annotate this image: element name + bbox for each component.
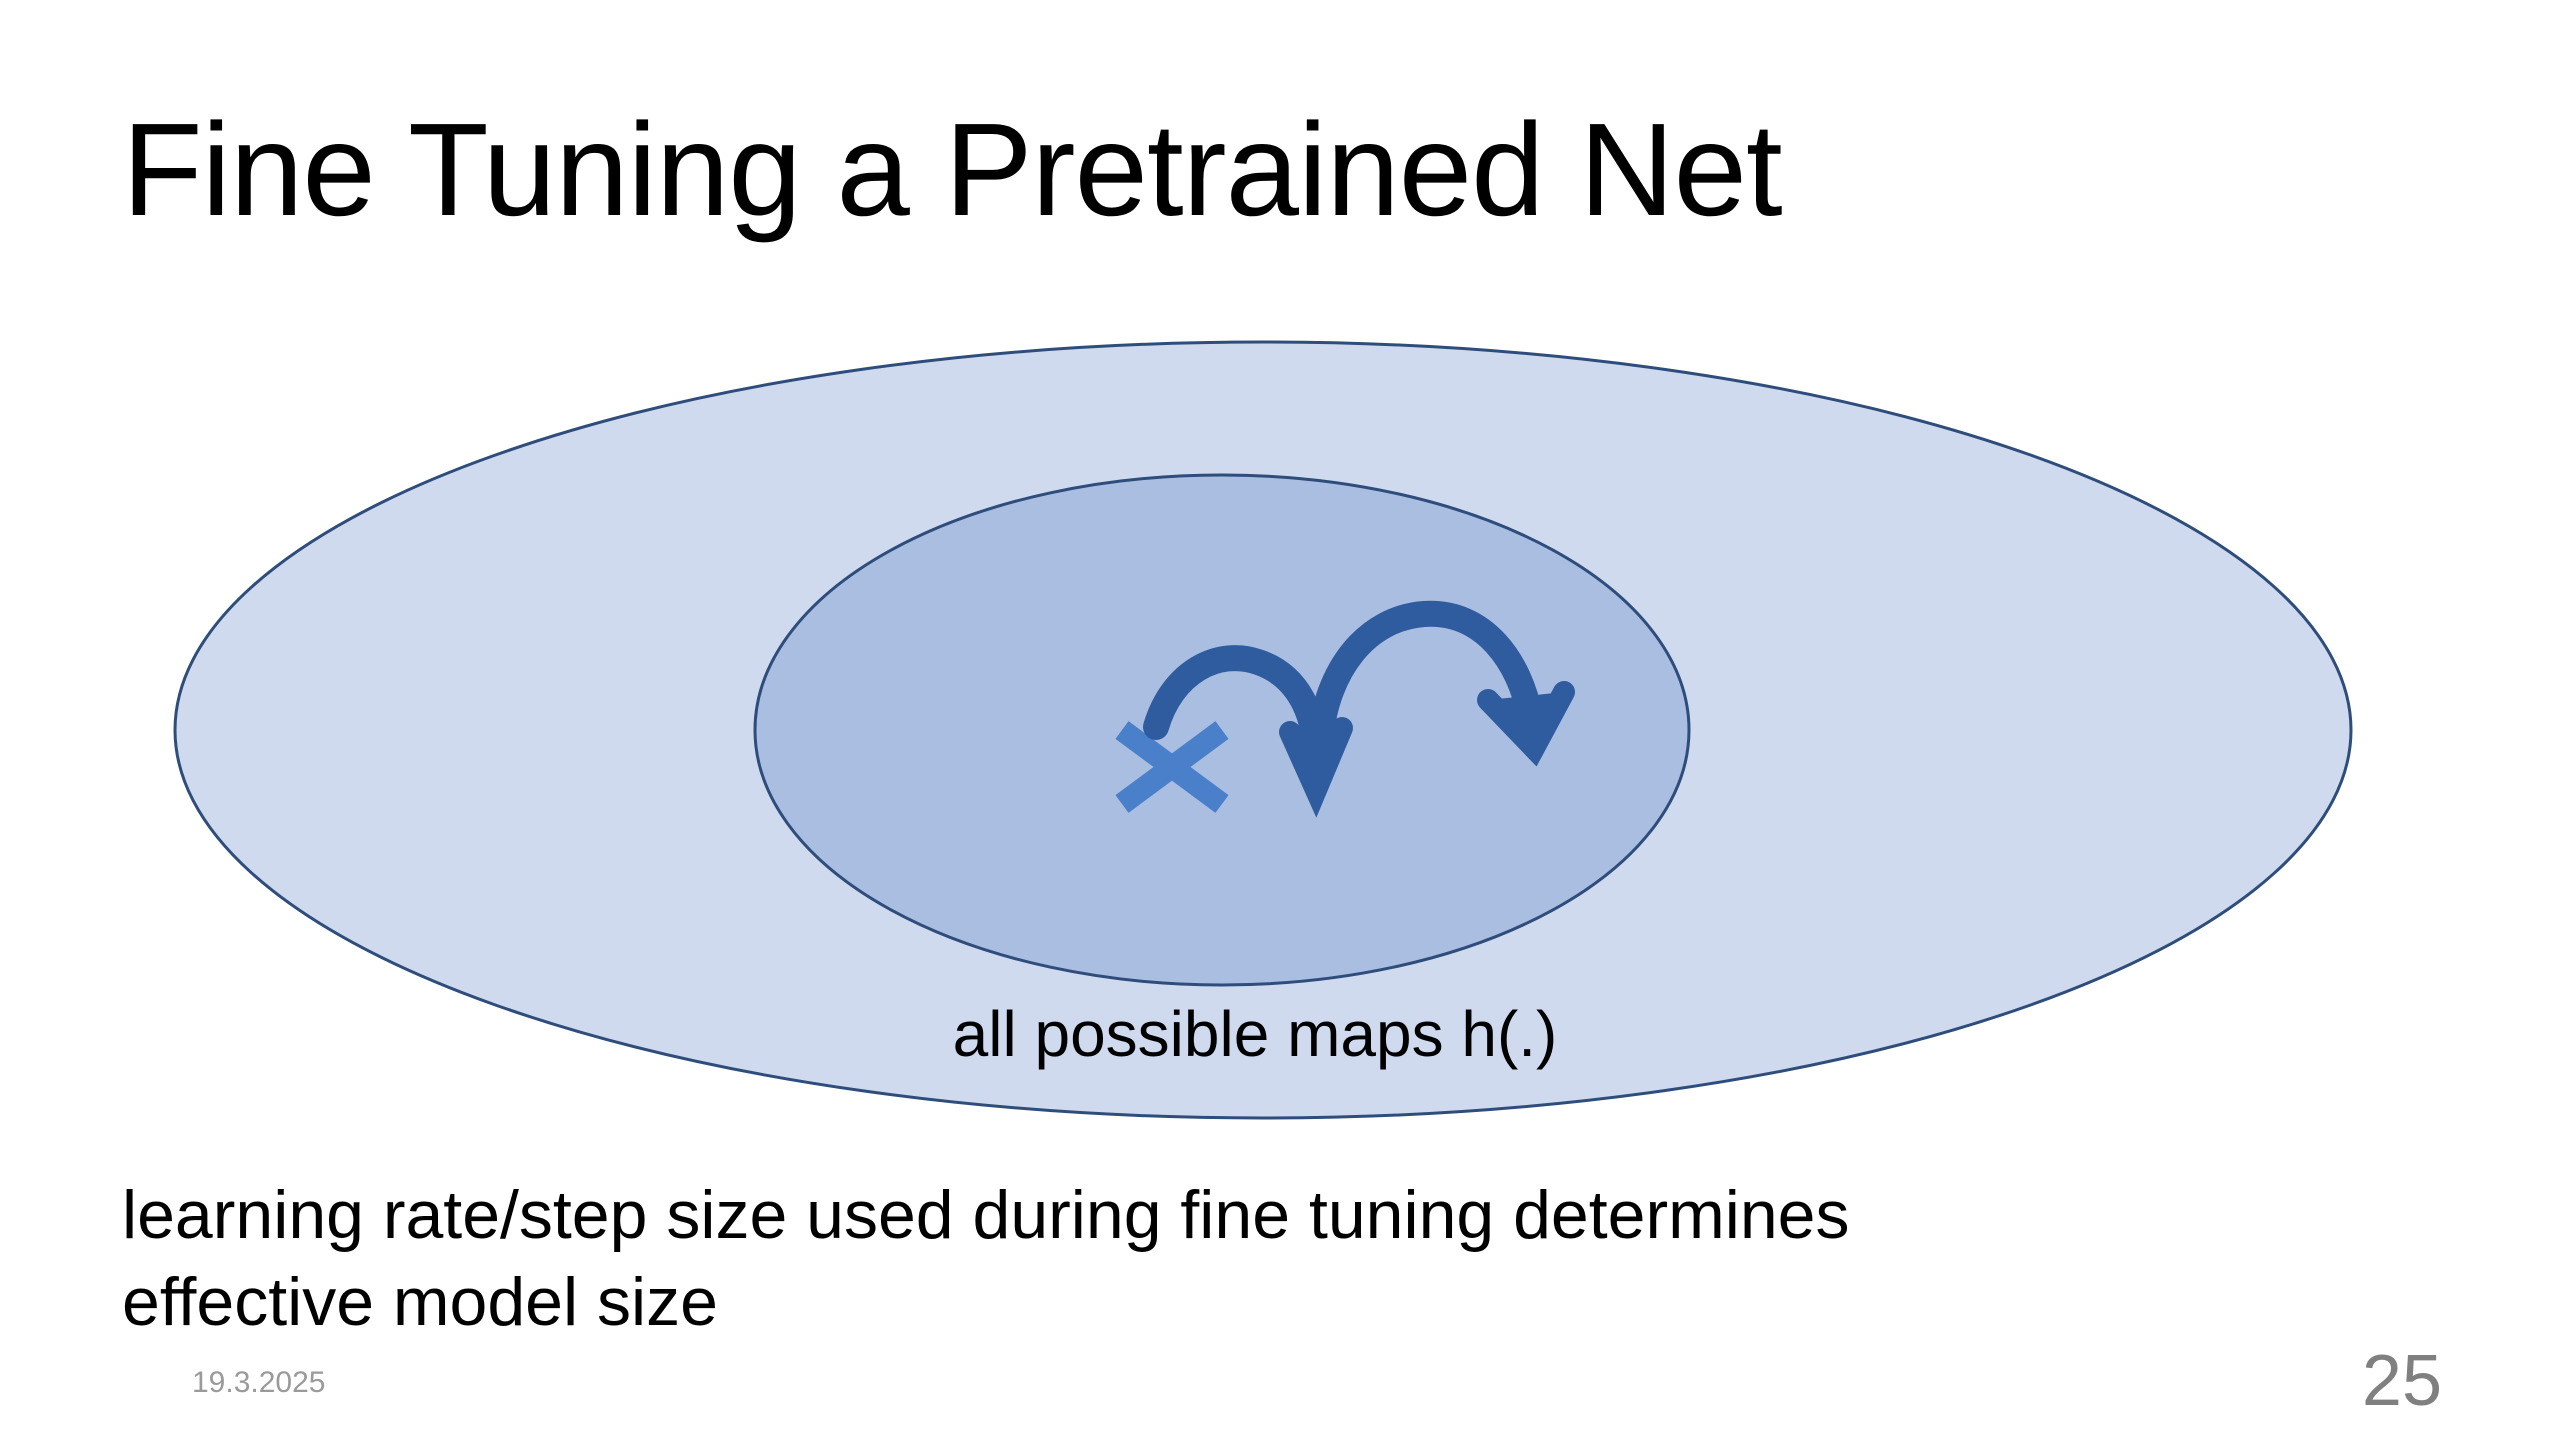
ellipse-caption: all possible maps h(.) (952, 998, 1558, 1070)
bouncing-arrow-icon (1143, 600, 1575, 818)
page-number: 25 (2361, 1341, 2442, 1421)
inner-ellipse-effective-model (753, 473, 1691, 987)
footer-date: 19.3.2025 (192, 1366, 326, 1399)
body-text-line-1: learning rate/step size used during fine… (122, 1177, 1850, 1253)
body-text: learning rate/step size used during fine… (122, 1172, 2242, 1346)
cross-marker-icon (1115, 721, 1229, 813)
body-text-line-2: effective model size (122, 1264, 718, 1341)
page-title: Fine Tuning a Pretrained Net (122, 96, 1783, 243)
